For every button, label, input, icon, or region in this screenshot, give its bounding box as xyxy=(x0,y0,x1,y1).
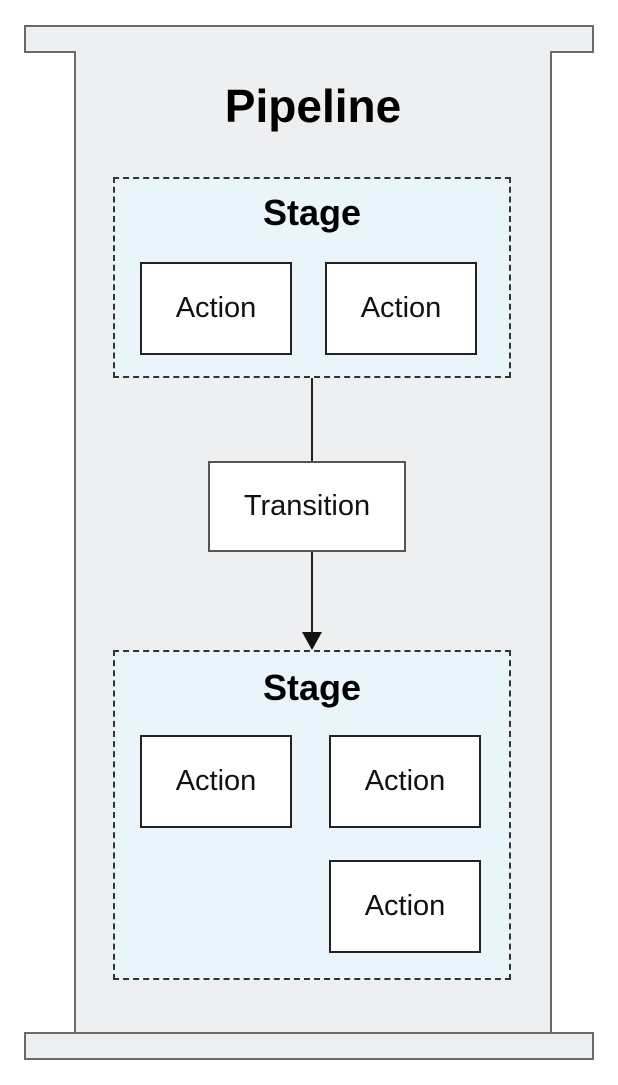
pipeline-top-cap xyxy=(24,25,594,53)
stage-2-label: Stage xyxy=(262,667,362,708)
pipeline-title: Pipeline xyxy=(224,80,402,132)
stage-1-action-2: Action xyxy=(325,262,477,355)
stage-1-action-1: Action xyxy=(140,262,292,355)
pipeline-bottom-cap xyxy=(24,1032,594,1060)
transition-box: Transition xyxy=(208,461,406,552)
stage-1-label: Stage xyxy=(262,192,362,233)
stage-2-action-1: Action xyxy=(140,735,292,828)
stage-2-action-2: Action xyxy=(329,735,481,828)
stage-2-action-3: Action xyxy=(329,860,481,953)
